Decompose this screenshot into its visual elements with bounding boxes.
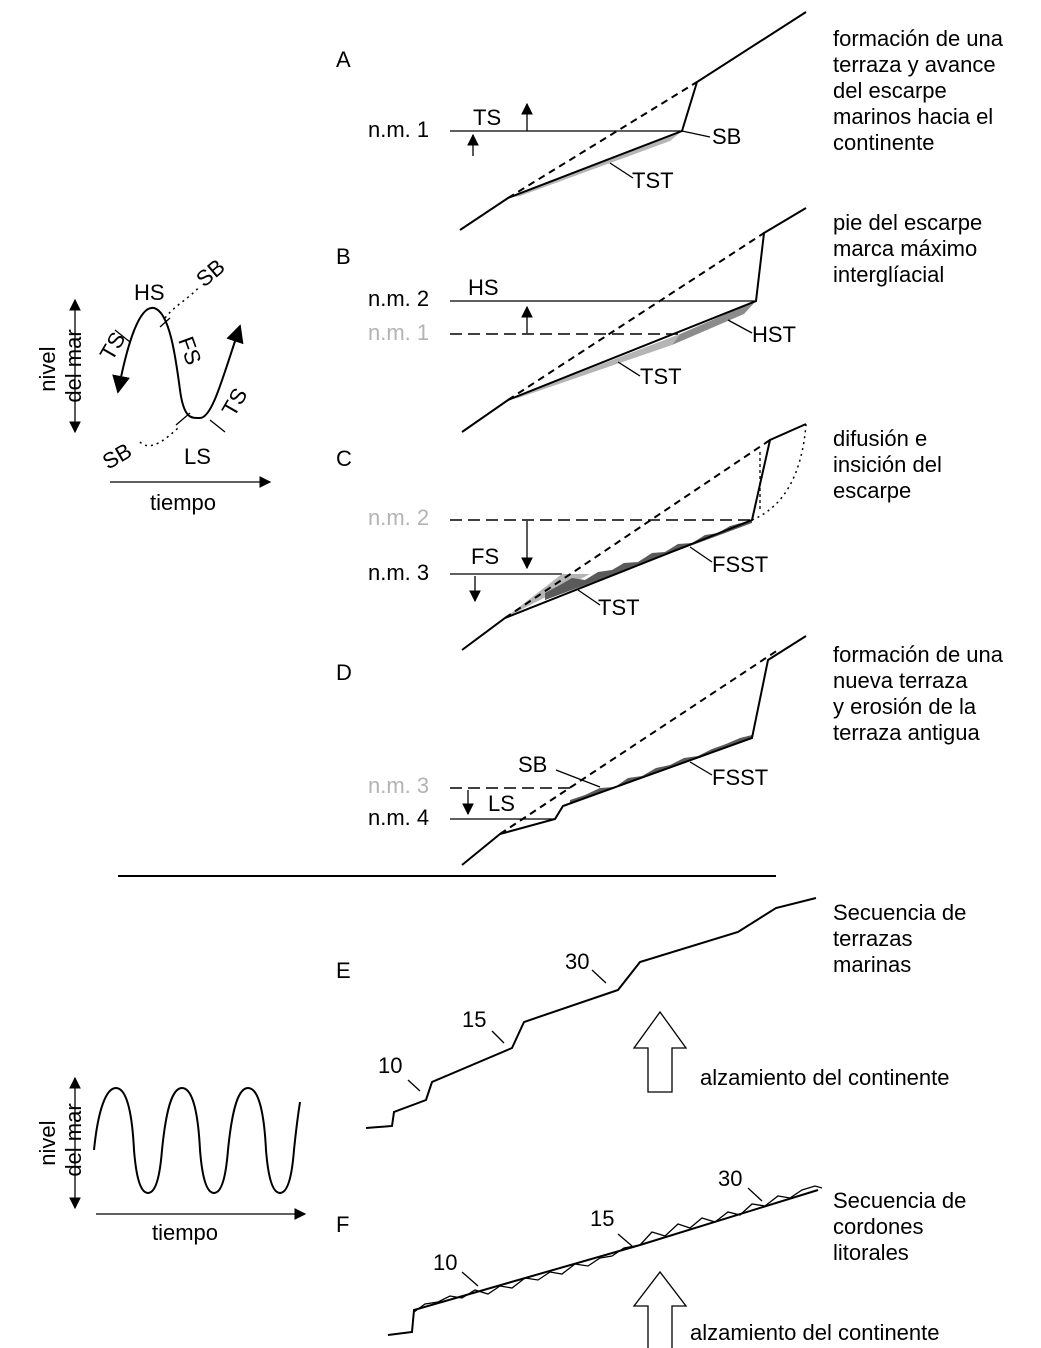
tick-ts-right: [209, 419, 226, 433]
age-30-e: 30: [565, 949, 589, 974]
profile-d: [461, 635, 807, 866]
cycle-sb-top: SB: [191, 254, 230, 292]
tst-leader-c: [577, 589, 601, 606]
panel-e-letter: E: [336, 958, 351, 983]
sb-leader-d: [555, 769, 601, 788]
previous-profile-b: [507, 232, 765, 401]
sb-label: SB: [712, 124, 741, 149]
cycle-fs: FS: [173, 333, 206, 368]
cycle-graph: nivel del mar tiempo HS SB TS FS TS SB L…: [35, 254, 272, 515]
tick-15-f: [617, 1233, 633, 1247]
time-axis-label: tiempo: [150, 490, 216, 515]
panel-f: F 10 15 30 alzamiento del continente Sec…: [336, 1166, 972, 1348]
panel-c-letter: C: [336, 446, 352, 471]
panel-d-letter: D: [336, 660, 352, 685]
previous-profile-d: [499, 649, 779, 835]
tick-ts-left: [114, 329, 131, 343]
previous-profile-a: [507, 81, 698, 199]
panel-c: C n.m. 2 n.m. 3 FS FSST TST difusión e i…: [336, 423, 948, 651]
osc-sea-level-axis-label: nivel del mar: [35, 1103, 86, 1176]
sea-level-3-label: n.m. 3: [368, 560, 429, 585]
age-10-f: 10: [433, 1250, 457, 1275]
sea-level-2-label: n.m. 2: [368, 286, 429, 311]
sea-level-1-label: n.m. 1: [368, 117, 429, 142]
tst-leader-b: [617, 361, 641, 377]
tick-30-f: [747, 1187, 763, 1202]
panel-e: E 10 15 30 alzamiento del continente Sec…: [336, 897, 972, 1129]
panel-f-letter: F: [336, 1212, 349, 1237]
fs-label: FS: [471, 544, 499, 569]
caption-e: Secuencia de terrazas marinas: [833, 900, 972, 977]
hst-leader: [727, 319, 753, 334]
tick-15-e: [491, 1030, 505, 1044]
sb-label-d: SB: [518, 752, 547, 777]
sea-level-axis-label: nivel del mar: [35, 329, 86, 402]
age-10-e: 10: [378, 1053, 402, 1078]
oscillation-graph: nivel del mar tiempo: [35, 1076, 307, 1245]
panel-d: D n.m. 3 n.m. 4 LS SB FSST formación de …: [336, 635, 1009, 866]
base-profile-f: [387, 1189, 819, 1336]
tick-hs: [159, 317, 171, 328]
sea-level-curve: [112, 306, 244, 420]
ls-label: LS: [488, 791, 515, 816]
fsst-label: FSST: [712, 552, 768, 577]
sb-leader: [681, 130, 711, 138]
cycle-ls: LS: [184, 444, 211, 469]
caption-c: difusión e insición del escarpe: [833, 426, 948, 503]
sea-level-1-ghost: n.m. 1: [368, 320, 429, 345]
panel-b-letter: B: [336, 244, 351, 269]
uplift-label-e: alzamiento del continente: [700, 1065, 950, 1090]
previous-profile-c: [504, 439, 771, 619]
hs-label: HS: [468, 275, 499, 300]
tst-label-b: TST: [640, 364, 682, 389]
tick-30-e: [591, 969, 607, 984]
profile-b: [461, 207, 807, 433]
age-30-f: 30: [718, 1166, 742, 1191]
sea-level-4-label: n.m. 4: [368, 805, 429, 830]
fsst-label-d: FSST: [712, 765, 768, 790]
age-15-e: 15: [462, 1007, 486, 1032]
fsst-leader: [689, 546, 713, 563]
age-15-f: 15: [590, 1206, 614, 1231]
fsst-leader-d: [689, 761, 713, 776]
tick-ls: [175, 412, 191, 426]
caption-f: Secuencia de cordones litorales: [833, 1188, 972, 1265]
sea-level-2-ghost: n.m. 2: [368, 505, 429, 530]
tst-label: TST: [632, 168, 674, 193]
tick-10-e: [407, 1079, 421, 1092]
cycle-ts-right: TS: [217, 384, 253, 421]
uplift-arrow-f: [632, 1270, 688, 1348]
tick-10-f: [461, 1271, 479, 1287]
sb-dotted-top: [164, 285, 201, 319]
caption-d: formación de una nueva terraza y erosión…: [833, 642, 1009, 745]
uplift-arrow-e: [632, 1010, 688, 1093]
tst-leader: [609, 162, 634, 179]
panel-b: B n.m. 2 HS n.m. 1 HST TST pie del escar…: [336, 207, 988, 433]
osc-time-axis-label: tiempo: [152, 1220, 218, 1245]
ts-label: TS: [473, 105, 501, 130]
hst-wedge: [672, 301, 756, 345]
osc-curve: [93, 1086, 301, 1195]
terrace-profile-e: [365, 897, 817, 1129]
hst-label: HST: [752, 322, 796, 347]
cycle-sb-bottom: SB: [98, 438, 136, 474]
uplift-label-f: alzamiento del continente: [690, 1320, 940, 1345]
caption-b: pie del escarpe marca máximo interglíaci…: [833, 210, 988, 287]
cycle-hs: HS: [134, 280, 165, 305]
panel-a: A n.m. 1 TS SB TST formación de una terr…: [336, 11, 1009, 231]
sea-level-3-ghost: n.m. 3: [368, 773, 429, 798]
tst-label-c: TST: [598, 595, 640, 620]
caption-a: formación de una terraza y avance del es…: [833, 26, 1009, 155]
panel-a-letter: A: [336, 47, 351, 72]
sb-dotted-bottom: [139, 427, 179, 447]
beach-ridges-f: [413, 1185, 823, 1313]
